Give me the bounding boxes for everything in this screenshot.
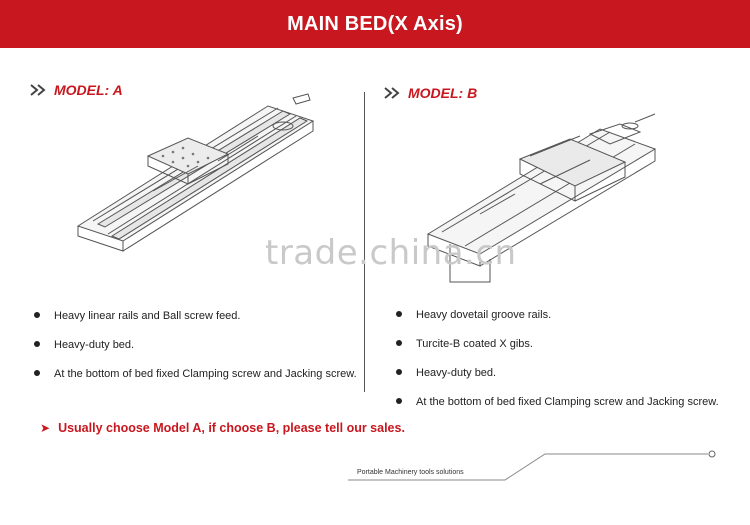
list-item: At the bottom of bed fixed Clamping scre…	[396, 395, 719, 424]
list-item: Heavy dovetail groove rails.	[396, 308, 719, 337]
list-item: Turcite-B coated X gibs.	[396, 337, 719, 366]
column-divider	[364, 92, 365, 392]
footer-tagline: Portable Machinery tools solutions	[357, 469, 464, 476]
list-item: At the bottom of bed fixed Clamping scre…	[34, 367, 357, 396]
model-b-label: MODEL: B	[408, 85, 478, 101]
footer-decorative-line	[348, 450, 716, 481]
model-a-label: MODEL: A	[54, 82, 123, 98]
model-b-feature-list: Heavy dovetail groove rails. Turcite-B c…	[396, 308, 719, 424]
sales-note-text: Usually choose Model A, if choose B, ple…	[58, 421, 405, 435]
arrow-right-icon: ➤	[40, 421, 51, 435]
model-a-feature-list: Heavy linear rails and Ball screw feed. …	[34, 309, 357, 396]
model-b-heading: MODEL: B	[384, 85, 477, 101]
model-a-bed-drawing	[76, 93, 315, 252]
model-a-heading: MODEL: A	[30, 82, 123, 98]
bullet-dot-icon	[396, 340, 402, 346]
list-item: Heavy-duty bed.	[34, 338, 357, 367]
model-b-bed-drawing	[426, 113, 657, 283]
bullet-dot-icon	[396, 311, 402, 317]
sales-note: ➤ Usually choose Model A, if choose B, p…	[40, 421, 405, 435]
watermark: trade.china.cn	[265, 233, 517, 273]
bullet-dot-icon	[34, 341, 40, 347]
double-chevron-icon	[30, 84, 46, 96]
double-chevron-icon	[384, 87, 400, 99]
page-title: MAIN BED(X Axis)	[287, 12, 463, 35]
list-item: Heavy linear rails and Ball screw feed.	[34, 309, 357, 338]
bullet-dot-icon	[396, 398, 402, 404]
bullet-dot-icon	[34, 312, 40, 318]
bullet-dot-icon	[34, 370, 40, 376]
list-item: Heavy-duty bed.	[396, 366, 719, 395]
bullet-dot-icon	[396, 369, 402, 375]
title-banner: MAIN BED(X Axis)	[0, 0, 750, 48]
